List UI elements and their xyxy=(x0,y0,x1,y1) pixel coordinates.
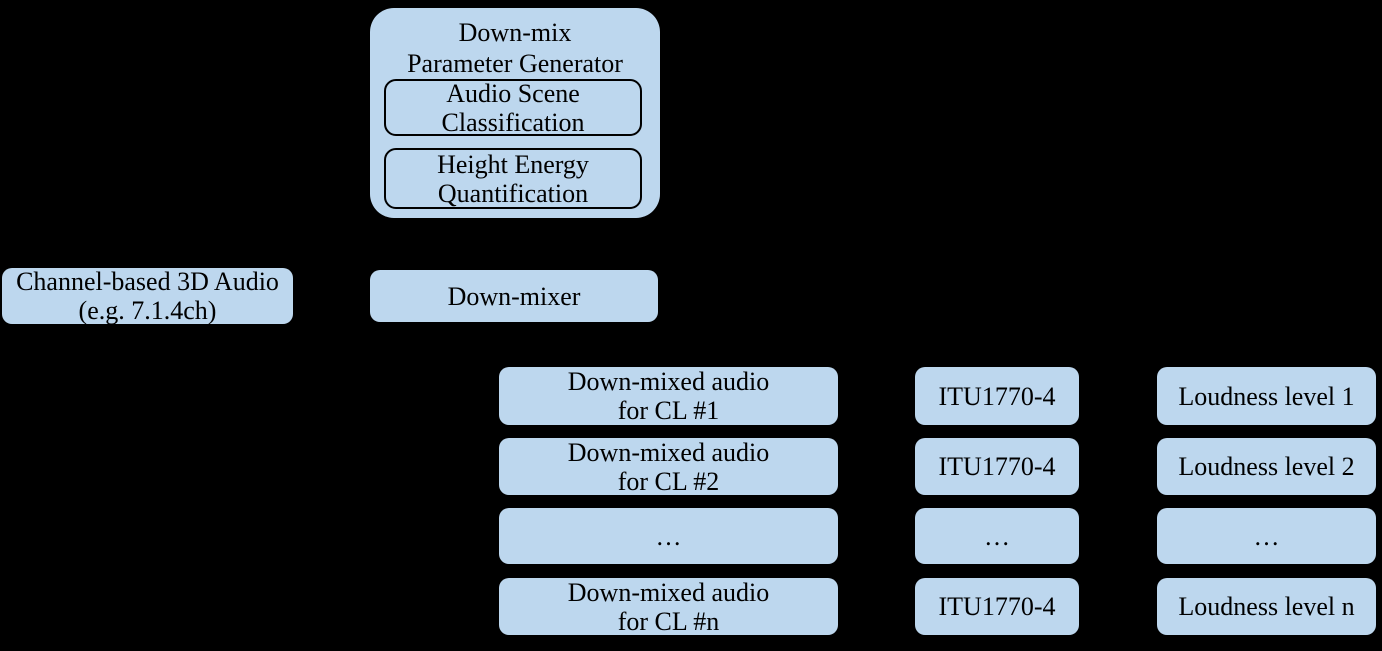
downmixed-audio-cln-box: Down-mixed audio for CL #n xyxy=(499,578,838,636)
downmixed-audio-ellipsis-box: … xyxy=(499,508,838,564)
itu1770-meter-ellipsis-box: … xyxy=(915,508,1079,564)
loudness-level-n-box: Loudness level n xyxy=(1157,578,1376,635)
audio-scene-classification-box: Audio Scene Classification xyxy=(384,79,642,137)
loudness-level-2-box: Loudness level 2 xyxy=(1157,438,1376,495)
itu1770-meter-box-row2: ITU1770-4 xyxy=(915,438,1079,495)
downmixed-audio-cl2-box: Down-mixed audio for CL #2 xyxy=(499,438,838,496)
downmix-parameter-generator-box: Down-mix Parameter Generator Audio Scene… xyxy=(370,8,660,218)
itu1770-meter-box-row1: ITU1770-4 xyxy=(915,367,1079,425)
loudness-level-ellipsis-box: … xyxy=(1157,508,1376,564)
downmixed-audio-cl1-box: Down-mixed audio for CL #1 xyxy=(499,367,838,425)
itu1770-meter-box-rown: ITU1770-4 xyxy=(915,578,1079,635)
height-energy-quantification-box: Height Energy Quantification xyxy=(384,148,642,209)
loudness-level-1-box: Loudness level 1 xyxy=(1157,367,1376,425)
downmix-parameter-generator-title: Down-mix Parameter Generator xyxy=(407,18,623,78)
channel-based-3d-audio-box: Channel-based 3D Audio (e.g. 7.1.4ch) xyxy=(2,267,293,325)
down-mixer-box: Down-mixer xyxy=(370,270,658,322)
